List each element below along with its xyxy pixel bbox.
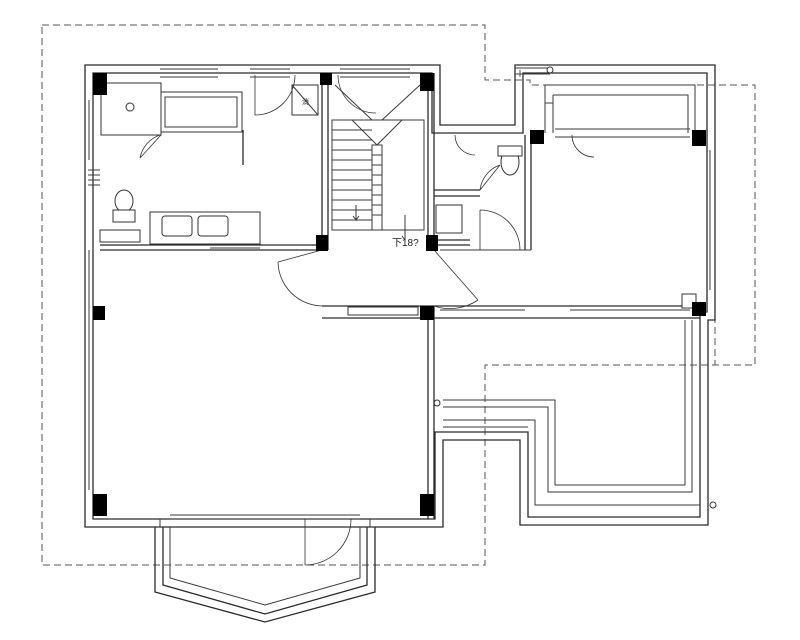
wall-bath-bottom <box>100 244 325 251</box>
basin-right-icon <box>197 215 229 237</box>
door-bath <box>254 74 296 116</box>
bay-window-sill <box>169 527 361 606</box>
downpipe-2 <box>709 501 717 509</box>
wall-hall-bottom <box>322 305 700 319</box>
structural-columns <box>93 73 706 516</box>
column <box>93 73 107 95</box>
terrace-rail-top-2 <box>515 67 550 75</box>
roof-outline-main <box>41 24 756 566</box>
wall-bedroom-left <box>524 135 532 250</box>
wall-stair-right <box>427 73 435 250</box>
door-hall-right <box>433 249 479 310</box>
wall-wc <box>434 189 480 246</box>
downpipe-3 <box>546 66 554 74</box>
column <box>93 306 105 320</box>
toilet-left-icon <box>114 189 134 213</box>
door-living-bay <box>304 518 352 566</box>
column <box>320 73 332 85</box>
bay-window-outer <box>154 527 376 623</box>
door-hall-left <box>277 249 323 307</box>
column <box>426 235 438 251</box>
balcony-rail-1 <box>443 320 686 486</box>
windows <box>88 68 711 490</box>
hall-shelf <box>347 306 419 316</box>
wall-stair-left <box>321 73 329 250</box>
column <box>420 73 434 91</box>
cabinet-diagonal <box>291 84 319 116</box>
column <box>530 130 544 144</box>
stair-arrow <box>352 205 406 241</box>
balcony-rail-3 <box>443 419 700 506</box>
shower-icon <box>125 102 135 112</box>
column <box>93 494 107 516</box>
column <box>692 302 706 316</box>
roof-outline-right <box>519 70 716 365</box>
toilet-tank-right <box>497 145 523 157</box>
bathtub-inner <box>164 96 238 128</box>
door-stair-landing <box>337 74 377 114</box>
terrace-rail-top-1 <box>544 84 696 133</box>
stair-label: 下18? <box>392 238 419 249</box>
door-bedroom-top <box>571 134 595 158</box>
toilet-tank-left <box>112 209 136 223</box>
basin-wc-icon <box>435 204 463 234</box>
column <box>420 494 434 516</box>
bathtub <box>159 91 243 133</box>
stair-treads <box>332 84 421 231</box>
wc-door-swing <box>479 164 501 191</box>
cabinet-label: 消 <box>302 97 309 106</box>
downpipe-1 <box>433 399 441 407</box>
column <box>420 306 434 320</box>
exterior-wall-outer <box>84 64 716 528</box>
column <box>692 130 706 146</box>
wall-left-bump <box>88 169 100 186</box>
basin-left-icon <box>161 215 193 237</box>
bay-window-inner <box>162 527 368 615</box>
exterior-wall-inner <box>92 72 708 520</box>
bay-window-opening <box>159 514 371 527</box>
shower-door-swing <box>139 134 162 159</box>
balcony-rail-2 <box>443 320 693 493</box>
wall-hall-left <box>427 306 435 519</box>
door-bedroom <box>479 209 521 251</box>
towel-rail <box>99 229 141 243</box>
column <box>316 235 328 251</box>
door-wc-top <box>454 134 476 156</box>
